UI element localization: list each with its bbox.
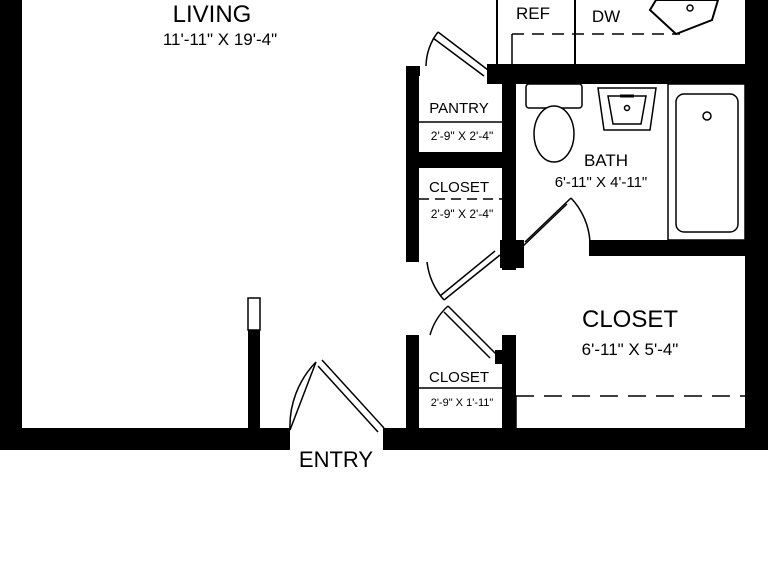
wall-exterior-left <box>0 0 22 450</box>
room-dims-bath: 6'-11" X 4'-11" <box>555 174 648 191</box>
wall-bottom-right <box>383 428 768 450</box>
wall-closet-c-top <box>495 350 516 364</box>
walls <box>0 0 768 450</box>
room-label-closet-b: CLOSET <box>582 306 678 333</box>
wall-bath-top <box>487 64 768 84</box>
doors <box>289 31 591 433</box>
wall-pantry-right <box>502 72 516 270</box>
wall-pantry-divider <box>419 152 502 168</box>
room-labels: LIVING 11'-11" X 19'-4" REF DW PANTRY 2'… <box>163 1 679 472</box>
wall-exterior-right <box>745 0 768 450</box>
room-label-closet-c: CLOSET <box>429 369 489 386</box>
fixtures <box>525 0 746 241</box>
room-label-living: LIVING <box>173 1 252 28</box>
toilet-icon <box>525 83 583 163</box>
room-label-pantry: PANTRY <box>429 100 488 117</box>
wall-pantry-top <box>406 66 420 76</box>
door-swing-icon <box>429 305 497 359</box>
room-label-ref: REF <box>516 4 550 23</box>
thin-lines <box>247 0 745 428</box>
room-label-closet-a: CLOSET <box>429 179 489 196</box>
wall-bottom-left <box>0 428 290 450</box>
sink-icon <box>597 87 657 131</box>
door-swing-icon <box>426 250 501 301</box>
wall-pantry-left <box>406 66 419 262</box>
wall-bath-bottom <box>589 240 768 256</box>
room-dims-closet-c: 2'-9" X 1'-11" <box>431 397 494 409</box>
bathtub-icon <box>667 83 746 241</box>
wall-bath-bottom-stub <box>500 240 524 268</box>
room-dims-pantry: 2'-9" X 2'-4" <box>431 129 493 143</box>
room-label-dw: DW <box>592 7 620 26</box>
room-label-bath: BATH <box>584 151 628 170</box>
room-dims-closet-a: 2'-9" X 2'-4" <box>431 207 493 221</box>
kitchen-sink-icon <box>648 0 720 36</box>
door-swing-icon <box>289 359 385 433</box>
room-dims-living: 11'-11" X 19'-4" <box>163 30 277 49</box>
room-label-entry: ENTRY <box>299 447 373 472</box>
door-swing-icon <box>425 31 489 77</box>
room-dims-closet-b: 6'-11" X 5'-4" <box>582 340 679 359</box>
wall-stub-living <box>248 330 260 430</box>
wall-stub-cap <box>247 297 261 331</box>
wall-closet-c-left <box>406 335 419 450</box>
door-swing-icon <box>520 197 591 249</box>
